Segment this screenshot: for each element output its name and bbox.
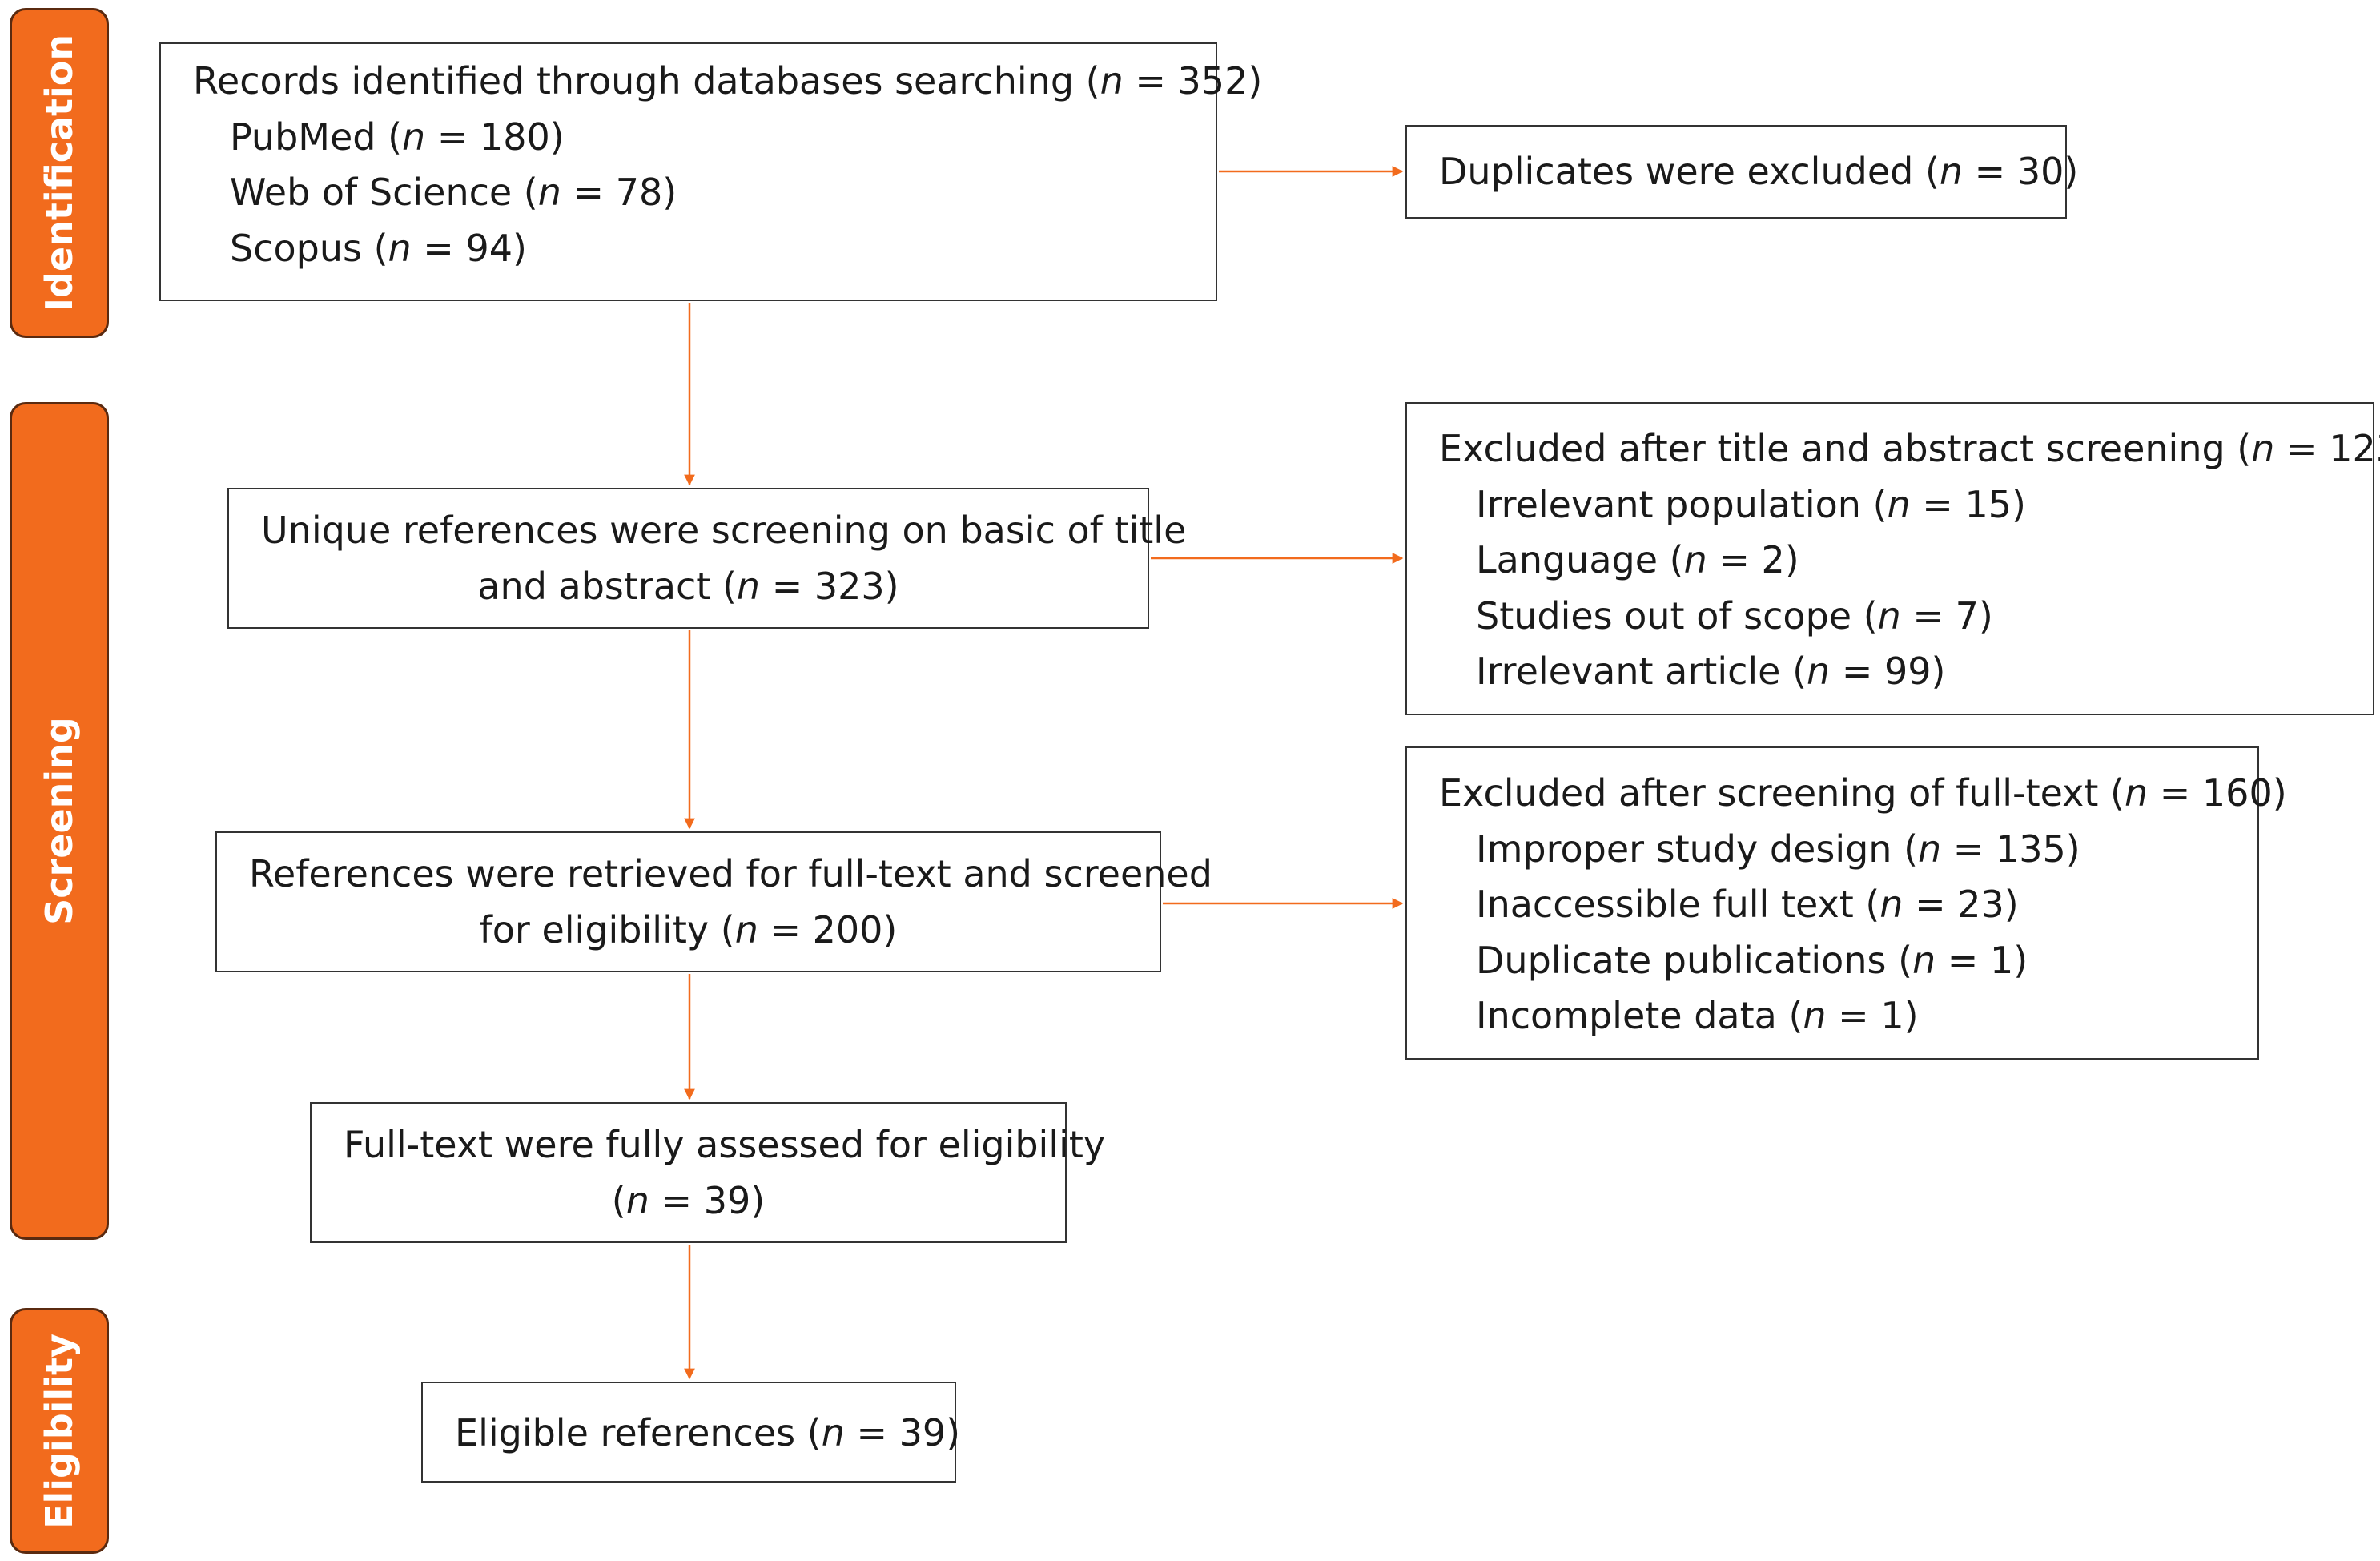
box-heading-line: Excluded after title and abstract screen… [1439,421,2380,477]
line-count: = 180) [425,115,565,159]
line-count: = 352) [1123,59,1263,103]
box-line: and abstract (n = 323) [261,559,1116,615]
line-text: and abstract ( [477,564,737,608]
line-text: Excluded after screening of full-text ( [1439,771,2125,815]
n-label: n [1803,994,1827,1037]
n-label: n [402,115,426,159]
line-count: = 200) [758,907,898,951]
box-line: Web of Science (n = 78) [193,165,1184,221]
box-line: Improper study design (n = 135) [1439,822,2225,878]
box-line: Scopus (n = 94) [193,221,1184,277]
line-count: = 39) [844,1411,961,1454]
line-text: Excluded after title and abstract screen… [1439,427,2252,470]
stage-screening: Screening [10,402,109,1240]
n-label: n [1887,482,1911,526]
box-line: Irrelevant article (n = 99) [1439,644,2341,700]
n-label: n [1100,59,1124,103]
line-text: Incomplete data ( [1476,994,1803,1037]
line-count: = 99) [1830,650,1946,693]
line-text: PubMed ( [230,115,403,159]
line-text: Unique references were screening on basi… [261,509,1187,552]
line-count: = 1) [1826,994,1919,1037]
line-text: References were retrieved for full-text … [249,852,1212,895]
line-text: Eligible references ( [455,1411,822,1454]
box-line: PubMed (n = 180) [193,110,1184,166]
line-count: = 30) [1963,150,2079,193]
unique-references-box: Unique references were screening on basi… [227,488,1186,629]
n-label: n [1807,650,1831,693]
line-count: = 123) [2286,427,2380,470]
line-count: = 1) [1936,938,2028,982]
line-count: = 94) [411,226,527,270]
line-text: Irrelevant article ( [1476,650,1807,693]
box-line: Studies out of scope (n = 7) [1439,589,2341,645]
line-text: ( [611,1178,626,1222]
line-count: = 78) [561,171,677,214]
line-text: Irrelevant population ( [1476,482,1888,526]
records-box: Records identified through databases sea… [159,42,1262,301]
n-label: n [2251,427,2275,470]
line-count: = 135) [1941,827,2080,871]
line-count: = 23) [1903,883,2019,926]
line-count: = 323) [760,564,899,608]
n-label: n [1912,938,1936,982]
line-count: = 39) [649,1178,766,1222]
box-line: for eligibility (n = 200) [249,903,1128,959]
assessed-eligibility-box: Full-text were fully assessed for eligib… [310,1102,1105,1243]
duplicates-box: Duplicates were excluded (n = 30) [1405,125,2078,219]
box-line: (n = 39) [344,1173,1033,1229]
n-label: n [734,907,758,951]
box-line: Irrelevant population (n = 15) [1439,477,2341,533]
line-text: Scopus ( [230,226,388,270]
n-label: n [1683,538,1707,581]
n-label: n [821,1411,845,1454]
n-label: n [1918,827,1942,871]
excluded-full-text-box: Excluded after screening of full-text (n… [1405,746,2287,1060]
retrieved-full-text-box: References were retrieved for full-text … [215,831,1212,972]
excluded-title-abstract-box: Excluded after title and abstract screen… [1405,402,2380,715]
line-text: for eligibility ( [479,907,735,951]
box-line: Duplicate publications (n = 1) [1439,933,2225,989]
box-line: Language (n = 2) [1439,533,2341,589]
box-heading-line: Excluded after screening of full-text (n… [1439,766,2287,822]
box-heading-line: Unique references were screening on basi… [261,503,1186,559]
line-count: = 160) [2148,771,2287,815]
box-heading-line: Records identified through databases sea… [193,54,1262,110]
line-count: = 15) [1910,482,2026,526]
box-heading-line: References were retrieved for full-text … [249,847,1212,903]
n-label: n [537,171,561,214]
n-label: n [1939,150,1964,193]
n-label: n [625,1178,649,1222]
line-text: Improper study design ( [1476,827,1919,871]
box-line: Inaccessible full text (n = 23) [1439,877,2225,933]
line-count: = 2) [1707,538,1799,581]
line-count: = 7) [1900,593,1993,638]
n-label: n [1879,883,1904,926]
box-heading-line: Duplicates were excluded (n = 30) [1439,144,2078,200]
stage-eligibility: Eligibility [10,1308,109,1554]
line-text: Studies out of scope ( [1476,593,1878,638]
line-text: Inaccessible full text ( [1476,883,1880,926]
stage-identification: Identification [10,8,109,338]
n-label: n [388,226,412,270]
box-heading-line: Eligible references (n = 39) [455,1406,960,1462]
line-text: Web of Science ( [230,171,538,214]
line-text: Duplicates were excluded ( [1439,150,1940,193]
n-label: n [1877,593,1901,638]
box-heading-line: Full-text were fully assessed for eligib… [344,1117,1105,1173]
line-text: Language ( [1476,538,1684,581]
box-line: Incomplete data (n = 1) [1439,988,2225,1044]
line-text: Records identified through databases sea… [193,59,1100,103]
line-text: Full-text were fully assessed for eligib… [344,1123,1106,1166]
line-text: Duplicate publications ( [1476,938,1913,982]
eligible-references-box: Eligible references (n = 39) [421,1382,960,1483]
n-label: n [736,564,761,608]
n-label: n [2124,771,2149,815]
